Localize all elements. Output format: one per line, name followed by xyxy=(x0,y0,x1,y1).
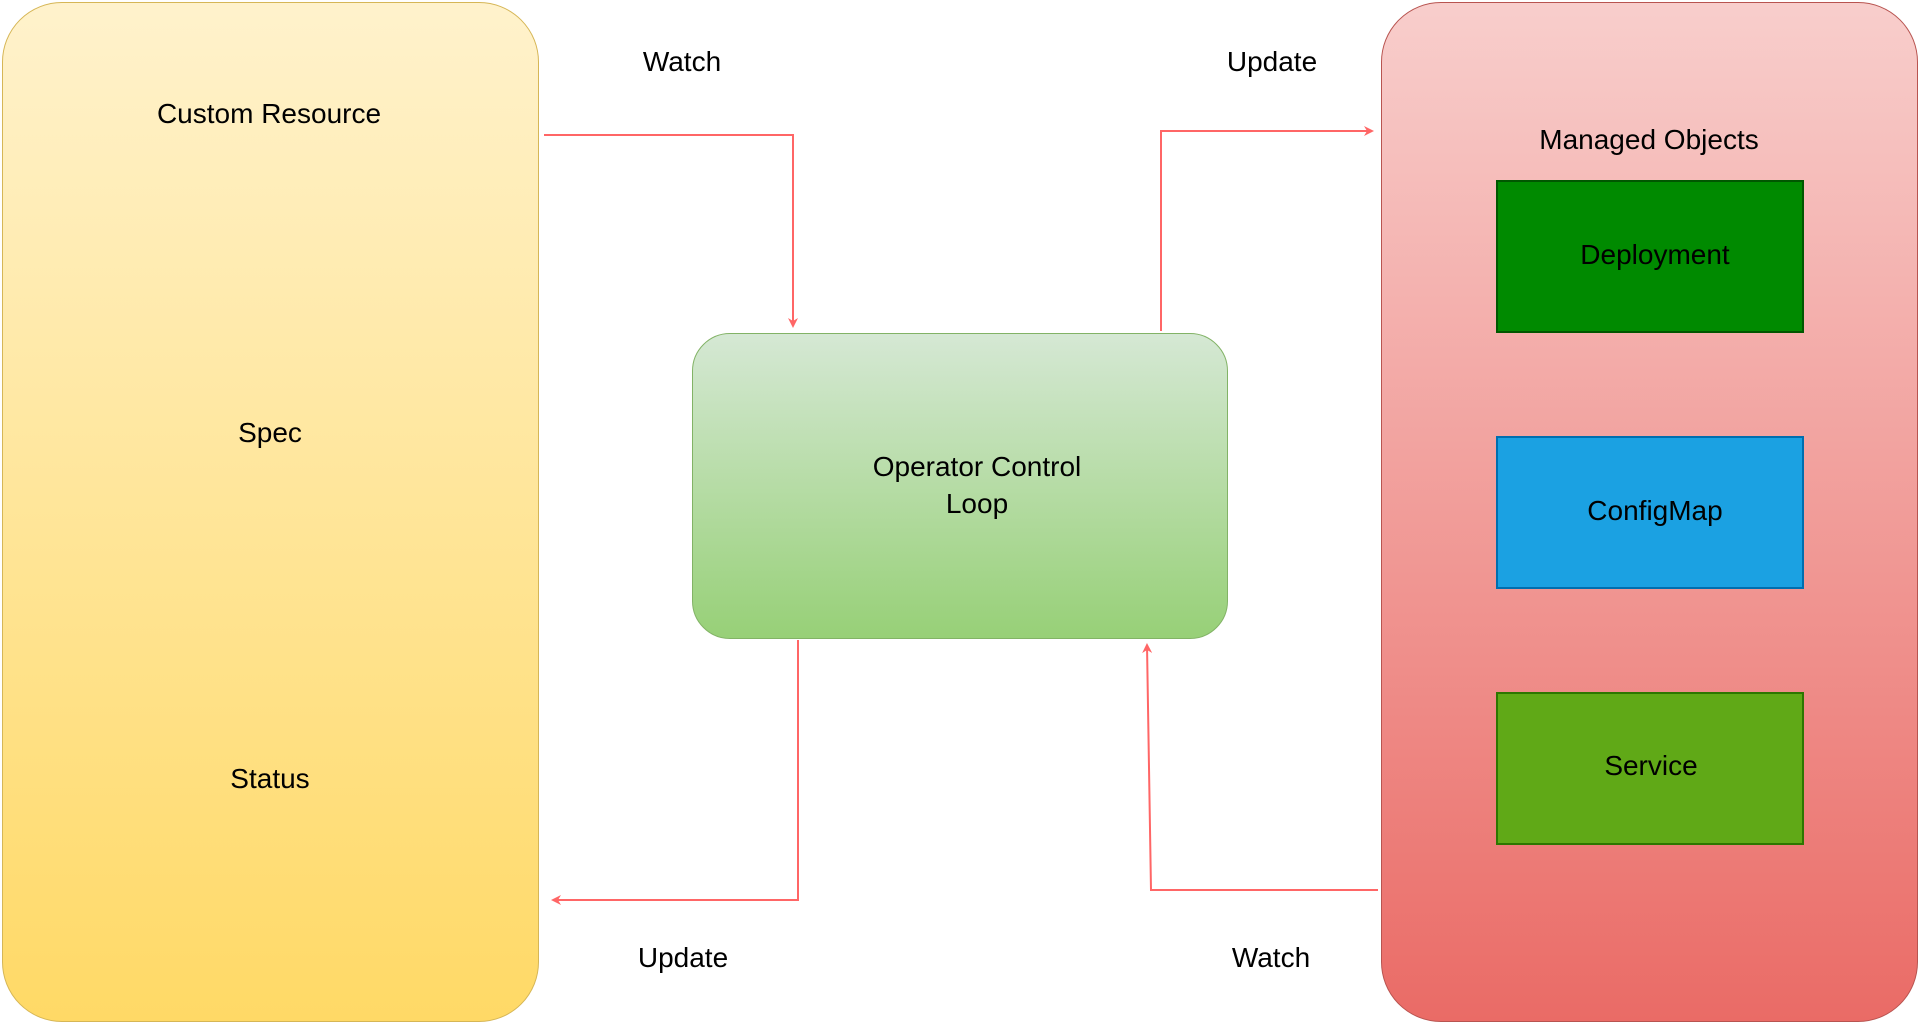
operator-label-line2: Loop xyxy=(945,488,1009,519)
custom-resource-title: Custom Resource xyxy=(156,98,382,129)
watch-label-top: Watch xyxy=(642,46,722,77)
update-label-top: Update xyxy=(1226,46,1318,77)
custom-resource-container xyxy=(2,2,539,1022)
service-node xyxy=(1496,692,1804,845)
status-label: Status xyxy=(230,763,310,794)
configmap-label: ConfigMap xyxy=(1587,495,1723,526)
service-label: Service xyxy=(1604,750,1698,781)
deployment-label: Deployment xyxy=(1580,239,1730,270)
operator-label-line1: Operator Control xyxy=(872,451,1082,482)
operator-control-loop-node xyxy=(692,333,1228,639)
update-arrow-bottom xyxy=(551,640,799,905)
update-label-bottom: Update xyxy=(637,942,729,973)
update-arrow-top xyxy=(1160,126,1374,331)
spec-label: Spec xyxy=(238,417,302,448)
managed-objects-title: Managed Objects xyxy=(1539,124,1759,155)
deployment-node xyxy=(1496,180,1804,333)
configmap-node xyxy=(1496,436,1804,589)
watch-arrow-top xyxy=(544,134,798,328)
watch-arrow-bottom xyxy=(1142,643,1378,891)
watch-label-bottom: Watch xyxy=(1231,942,1311,973)
